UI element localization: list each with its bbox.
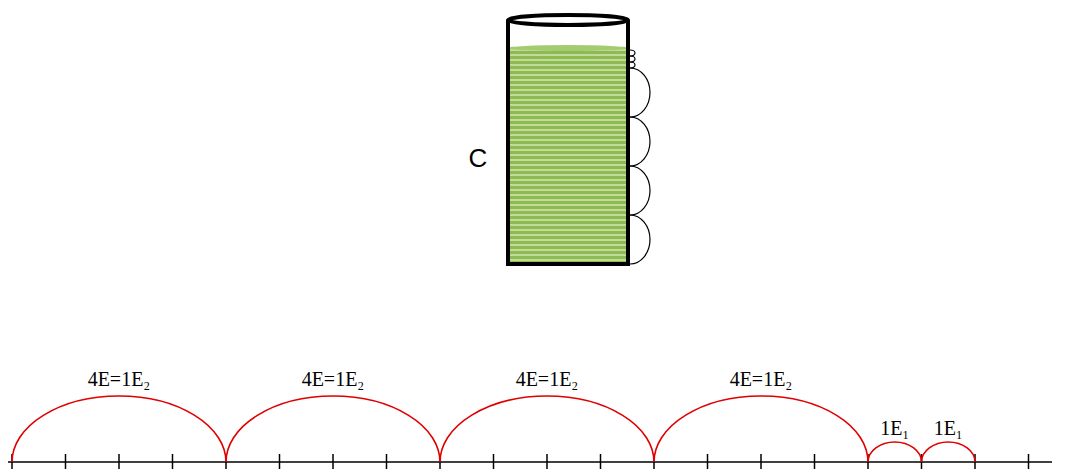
measure-arc <box>630 117 650 166</box>
liquid-stripe <box>508 204 628 206</box>
liquid-stripe <box>508 159 628 161</box>
tick-mark <box>172 454 174 469</box>
tick-mark <box>546 454 548 469</box>
liquid-stripe <box>508 209 628 211</box>
liquid-stripe <box>508 164 628 166</box>
arc-label: 4E=1E₂ <box>516 369 579 389</box>
liquid-stripe <box>508 119 628 121</box>
liquid-stripe <box>508 149 628 151</box>
tick-mark <box>1028 454 1030 469</box>
tick-mark <box>65 454 67 469</box>
cylinder <box>508 15 628 264</box>
liquid-stripe <box>508 249 628 251</box>
liquid-stripe <box>508 154 628 156</box>
liquid-stripe <box>508 174 628 176</box>
liquid-stripe <box>508 94 628 96</box>
liquid-stripe <box>508 199 628 201</box>
liquid-stripe <box>508 189 628 191</box>
measure-arc <box>630 215 650 264</box>
liquid-stripe <box>508 229 628 231</box>
tick-mark <box>600 454 602 469</box>
cylinder-wall <box>508 20 628 264</box>
jump-arc <box>12 396 226 462</box>
liquid <box>508 48 628 264</box>
liquid-stripe <box>508 59 628 61</box>
arc-label: 4E=1E₂ <box>88 369 151 389</box>
jump-arc <box>226 396 440 462</box>
liquid-stripe <box>508 184 628 186</box>
liquid-stripe <box>508 224 628 226</box>
tick-mark <box>279 454 281 469</box>
cylinder-rim <box>508 15 628 25</box>
liquid-stripe <box>508 89 628 91</box>
tick-mark <box>386 454 388 469</box>
liquid-stripe <box>508 129 628 131</box>
number-line <box>8 461 1052 463</box>
tick-mark <box>760 454 762 469</box>
liquid-stripe <box>508 144 628 146</box>
liquid-stripe <box>508 244 628 246</box>
liquid-stripe <box>508 169 628 171</box>
liquid-stripe <box>508 64 628 66</box>
liquid-stripe <box>508 219 628 221</box>
liquid-stripe <box>508 139 628 141</box>
measure-arc <box>630 68 650 117</box>
measure-arc <box>630 166 650 215</box>
liquid-stripe <box>508 79 628 81</box>
liquid-stripe <box>508 214 628 216</box>
liquid-stripe <box>508 134 628 136</box>
jump-arc <box>654 396 868 462</box>
arc-label: 4E=1E₂ <box>302 369 365 389</box>
measure-arc <box>630 56 635 62</box>
tick-mark <box>332 454 334 469</box>
liquid-stripe <box>508 179 628 181</box>
arc-label: 1E₁ <box>880 418 909 438</box>
liquid-stripe <box>508 124 628 126</box>
liquid-stripe <box>508 239 628 241</box>
arc-label: 4E=1E₂ <box>730 369 793 389</box>
jump-arc <box>868 442 922 462</box>
cylinder-label: C <box>469 145 488 171</box>
liquid-stripe <box>508 84 628 86</box>
liquid-stripe <box>508 254 628 256</box>
tick-mark <box>118 454 120 469</box>
liquid-stripe <box>508 114 628 116</box>
tick-mark <box>493 454 495 469</box>
liquid-stripe <box>508 74 628 76</box>
tick-mark <box>814 454 816 469</box>
measure-arc <box>630 50 635 56</box>
liquid-stripe <box>508 54 628 56</box>
liquid-stripe <box>508 194 628 196</box>
jump-arc <box>440 396 654 462</box>
tick-mark <box>707 454 709 469</box>
liquid-surface <box>508 45 628 51</box>
liquid-stripe <box>508 109 628 111</box>
liquid-stripe <box>508 99 628 101</box>
liquid-stripe <box>508 104 628 106</box>
liquid-stripe <box>508 69 628 71</box>
arc-label: 1E₁ <box>934 418 963 438</box>
liquid-stripe <box>508 259 628 261</box>
jump-arc <box>922 442 976 462</box>
measure-arc <box>630 62 635 68</box>
liquid-stripe <box>508 234 628 236</box>
